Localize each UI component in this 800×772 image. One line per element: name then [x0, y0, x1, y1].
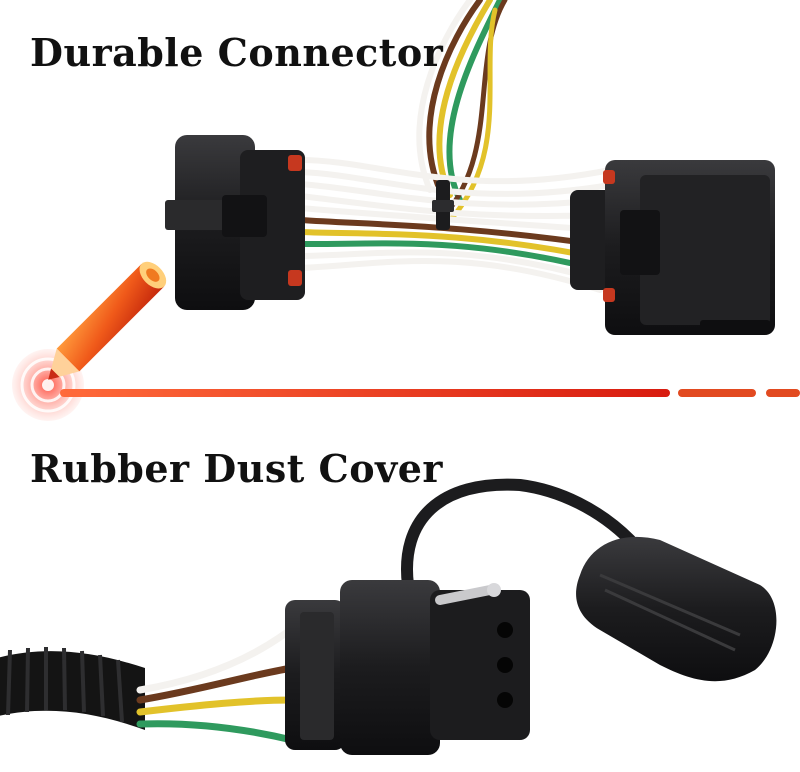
right-connector	[570, 160, 775, 335]
zip-tie	[432, 180, 454, 230]
left-connector	[165, 135, 305, 310]
divider-line	[60, 389, 800, 397]
conduit	[0, 647, 145, 730]
dust-cover-strap	[401, 478, 636, 591]
pencil-icon	[48, 261, 167, 380]
dust-cover-cap	[576, 536, 777, 682]
caption-durable-connector: Durable Connector	[30, 30, 444, 75]
flat-4-plug	[285, 580, 530, 755]
caption-rubber-dust-cover: Rubber Dust Cover	[30, 446, 443, 491]
bottom-wires	[136, 626, 296, 744]
top-harness-wires	[297, 157, 613, 293]
